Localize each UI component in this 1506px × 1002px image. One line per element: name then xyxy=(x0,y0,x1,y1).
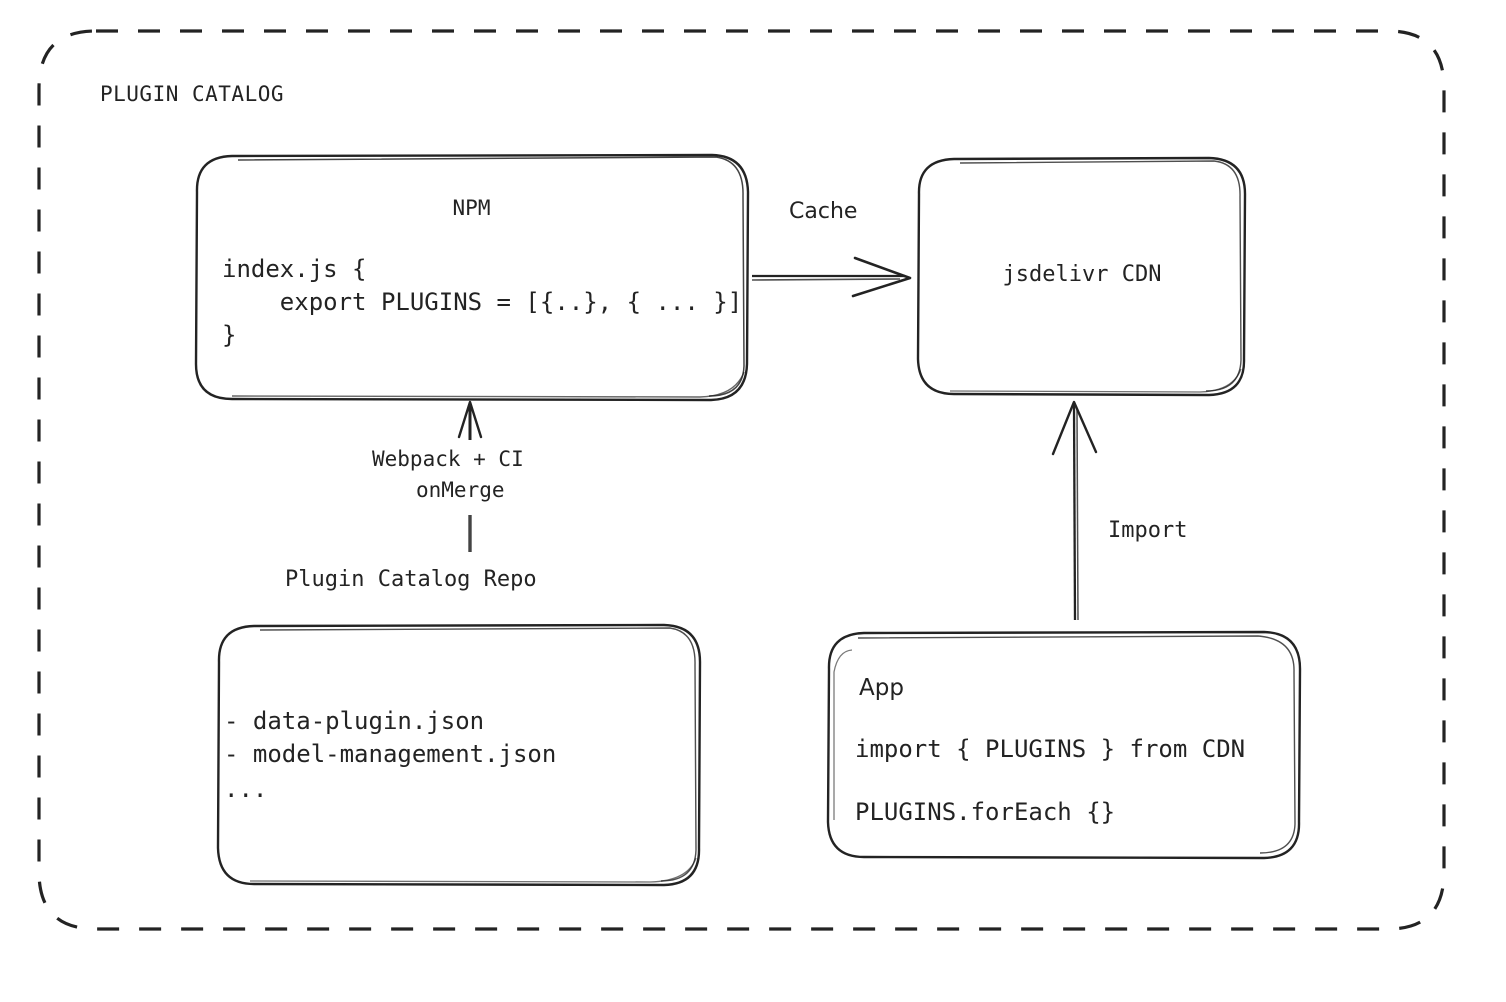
npm-code-line: index.js { xyxy=(222,255,367,283)
npm-code-line: } xyxy=(222,321,237,349)
cache-arrow xyxy=(751,256,912,298)
build-edge-label-line2: onMerge xyxy=(416,478,505,502)
app-code-line: PLUGINS.forEach {} xyxy=(855,798,1116,826)
import-arrow xyxy=(1051,400,1098,621)
import-edge-label: Import xyxy=(1108,518,1188,543)
npm-code-line: export PLUGINS = [{..}, { ... }] xyxy=(222,288,743,316)
app-node-title: App xyxy=(859,675,904,701)
cdn-node-title: jsdelivr CDN xyxy=(1002,262,1162,287)
npm-node-title: NPM xyxy=(452,196,491,220)
page-title: PLUGIN CATALOG xyxy=(100,82,285,106)
build-arrow xyxy=(457,400,483,552)
repo-list-item: ... xyxy=(224,775,268,803)
repo-list-item: - model-management.json xyxy=(224,740,557,768)
repo-list-item: - data-plugin.json xyxy=(224,707,485,735)
cache-edge-label: Cache xyxy=(789,199,858,224)
build-edge-label-line1: Webpack + CI xyxy=(372,447,524,471)
app-code-line: import { PLUGINS } from CDN xyxy=(855,735,1246,763)
repo-node-caption: Plugin Catalog Repo xyxy=(285,567,537,592)
